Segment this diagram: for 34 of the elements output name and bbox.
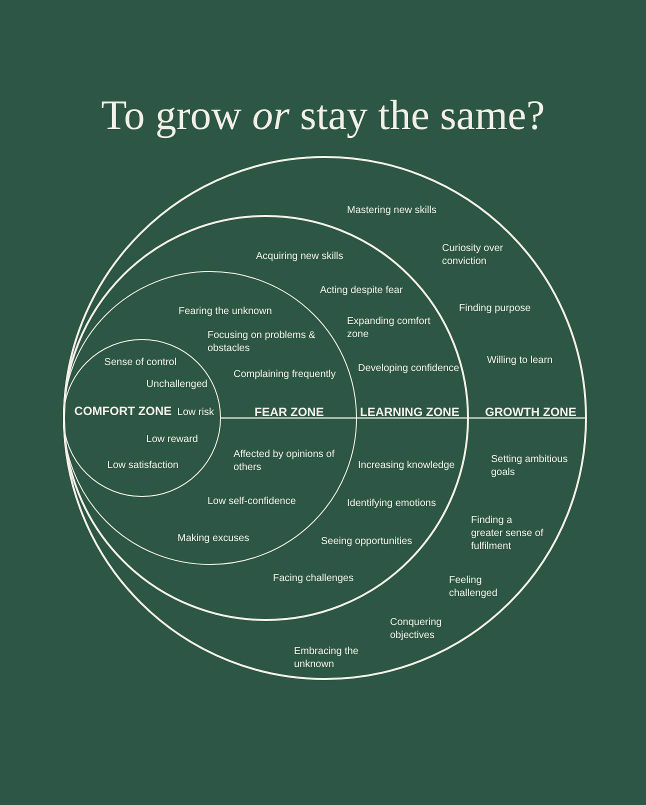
zone-trait: Acting despite fear xyxy=(320,284,403,297)
zone-trait: Setting ambitious goals xyxy=(491,453,569,479)
zone-heading: GROWTH ZONE xyxy=(485,405,576,420)
zone-trait: Finding a greater sense of fulfilment xyxy=(471,514,544,553)
zone-circle xyxy=(63,156,587,680)
zone-trait: Developing confidence xyxy=(358,362,460,375)
zone-heading: LEARNING ZONE xyxy=(360,405,460,420)
zone-trait: Sense of control xyxy=(104,356,177,370)
zone-trait: Mastering new skills xyxy=(347,204,436,217)
zone-trait: Making excuses xyxy=(178,532,250,544)
zone-trait: Low satisfaction xyxy=(107,459,178,472)
zone-trait: Affected by opinions of others xyxy=(234,448,336,474)
zone-trait: Finding purpose xyxy=(459,302,531,315)
zone-trait: Low self-confidence xyxy=(208,494,296,508)
zone-heading: COMFORT ZONE xyxy=(74,404,172,420)
zone-trait: Complaining frequently xyxy=(234,368,336,380)
zone-trait: Curiosity over conviction xyxy=(442,242,504,268)
zone-heading: FEAR ZONE xyxy=(254,404,324,420)
zone-trait: Seeing opportunities xyxy=(321,535,412,548)
zone-trait: Feeling challenged xyxy=(449,574,498,600)
zone-trait: Expanding comfort zone xyxy=(347,315,432,341)
zone-trait: Willing to learn xyxy=(487,354,553,367)
zone-trait: Focusing on problems & obstacles xyxy=(208,328,316,354)
zone-trait: Fearing the unknown xyxy=(178,304,272,318)
zone-trait: Increasing knowledge xyxy=(358,459,455,472)
zone-trait: Low risk xyxy=(177,406,214,420)
zone-trait: Low reward xyxy=(146,433,198,446)
zone-trait: Conquering objectives xyxy=(390,616,443,642)
title: To grow or stay the same? xyxy=(100,92,546,140)
zone-trait: Acquiring new skills xyxy=(256,250,344,263)
zone-trait: Embracing the unknown xyxy=(294,645,360,671)
zone-trait: Unchallenged xyxy=(146,378,208,392)
zone-trait: Facing challenges xyxy=(273,572,354,585)
zone-trait: Identifying emotions xyxy=(347,497,436,510)
